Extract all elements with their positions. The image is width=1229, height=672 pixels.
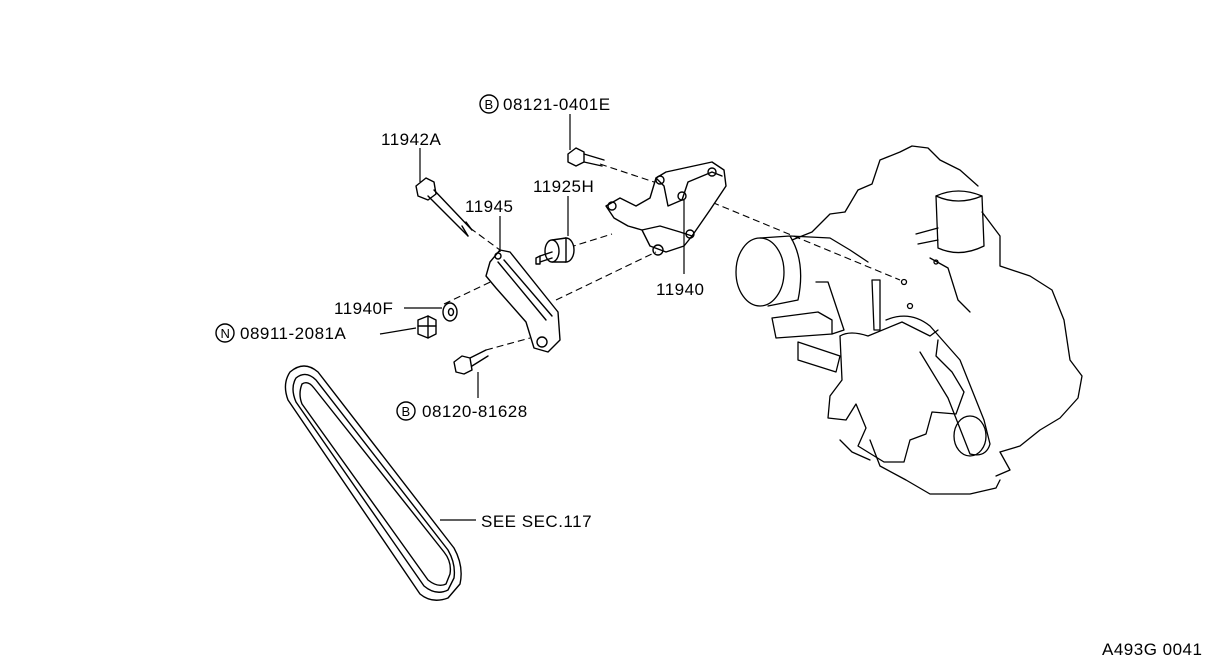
- long-bolt: [415, 177, 473, 237]
- drive-belt: [284, 365, 462, 601]
- figure-code: A493G 0041: [1102, 640, 1202, 659]
- bolt-top-prefix: B: [485, 97, 494, 112]
- nut-prefix: N: [221, 326, 230, 341]
- labels: B 08121-0401E 11942A 11925H 11945 11940 …: [215, 94, 1202, 659]
- label-idler-pulley: 11925H: [533, 177, 594, 196]
- bolt-top-circle: [479, 94, 499, 114]
- label-nut: 08911-2081A: [240, 324, 346, 343]
- label-long-bolt: 11942A: [381, 130, 442, 149]
- washer: [442, 302, 458, 322]
- nut: [417, 315, 437, 339]
- main-bracket: [605, 161, 727, 256]
- label-belt: SEE SEC.117: [481, 512, 592, 531]
- bolt-bottom-prefix: B: [402, 404, 411, 419]
- idler-pulley: [535, 237, 575, 265]
- label-washer: 11940F: [334, 299, 393, 318]
- label-bracket-small: 11945: [465, 197, 514, 216]
- leader-lines: [379, 114, 685, 521]
- engine-outline: [735, 145, 1083, 495]
- label-bolt-bottom: 08120-81628: [422, 402, 528, 421]
- bolt-bottom-circle: [396, 401, 416, 421]
- label-bolt-top: 08121-0401E: [503, 95, 611, 114]
- top-bolt: [567, 147, 605, 167]
- label-bracket-main: 11940: [656, 280, 705, 299]
- bottom-bolt: [453, 349, 489, 375]
- adjusting-bracket: [485, 249, 561, 353]
- nut-circle: [215, 323, 235, 343]
